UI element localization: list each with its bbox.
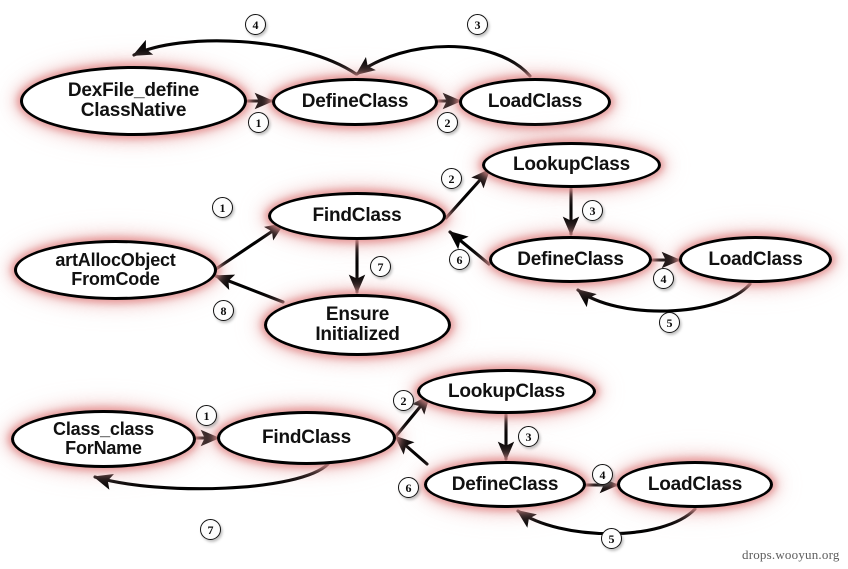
node-n9[interactable]: LoadClass	[679, 236, 832, 283]
step-badge: 2	[437, 112, 458, 133]
node-label: LookupClass	[447, 380, 566, 402]
edge-n5-to-n7	[444, 168, 491, 220]
node-label: DexFile_define ClassNative	[67, 80, 200, 121]
step-badge: 1	[212, 197, 233, 218]
node-n2[interactable]: DefineClass	[272, 78, 438, 126]
edge-n4-to-n5	[211, 222, 285, 273]
edge-n11-to-n12	[394, 394, 431, 438]
step-badge: 5	[659, 312, 680, 333]
step-badge: 4	[245, 14, 266, 35]
node-label: artAllocObject FromCode	[55, 250, 176, 289]
step-badge: 7	[370, 256, 391, 277]
edge-n8-to-n5	[448, 230, 491, 266]
node-label: DefineClass	[451, 473, 559, 495]
node-label: LoadClass	[647, 473, 743, 495]
step-badge: 1	[196, 405, 217, 426]
node-label: Ensure Initialized	[315, 304, 400, 345]
step-badge: 3	[518, 426, 539, 447]
step-badge: 3	[582, 200, 603, 221]
step-badge: 8	[213, 300, 234, 321]
step-badge: 7	[200, 519, 221, 540]
step-badge: 4	[592, 464, 613, 485]
node-label: LookupClass	[512, 154, 631, 176]
node-n12[interactable]: LookupClass	[417, 369, 596, 414]
step-badge: 6	[449, 249, 470, 270]
node-n13[interactable]: DefineClass	[424, 461, 586, 508]
node-n11[interactable]: FindClass	[217, 411, 396, 465]
node-label: FindClass	[262, 427, 351, 449]
node-n10[interactable]: Class_class ForName	[11, 410, 196, 468]
node-n14[interactable]: LoadClass	[617, 461, 773, 508]
edge-n11-to-n10	[93, 462, 330, 491]
step-badge: 2	[393, 390, 414, 411]
edge-n9-to-n8	[576, 282, 752, 313]
node-label: LoadClass	[708, 248, 803, 270]
node-n7[interactable]: LookupClass	[482, 142, 661, 188]
node-label: Class_class ForName	[53, 419, 154, 458]
step-badge: 3	[467, 14, 488, 35]
edge-n3-to-n2	[355, 45, 532, 78]
edge-n2-to-n1	[132, 39, 358, 76]
node-n8[interactable]: DefineClass	[489, 236, 652, 283]
step-badge: 2	[441, 168, 462, 189]
node-label: LoadClass	[487, 91, 583, 113]
node-n4[interactable]: artAllocObject FromCode	[14, 240, 217, 300]
node-n5[interactable]: FindClass	[268, 192, 446, 240]
step-badge: 1	[248, 112, 269, 133]
edge-n13-to-n11	[394, 435, 429, 466]
node-label: DefineClass	[517, 248, 624, 270]
node-n1[interactable]: DexFile_define ClassNative	[20, 66, 247, 136]
step-badge: 6	[398, 477, 419, 498]
step-badge: 4	[653, 268, 674, 289]
node-label: FindClass	[312, 205, 402, 227]
step-badge: 5	[601, 528, 622, 549]
watermark: drops.wooyun.org	[742, 547, 840, 562]
node-label: DefineClass	[301, 91, 409, 113]
edge-n6-to-n4	[214, 274, 285, 304]
node-n3[interactable]: LoadClass	[459, 78, 611, 126]
node-n6[interactable]: Ensure Initialized	[264, 294, 451, 356]
